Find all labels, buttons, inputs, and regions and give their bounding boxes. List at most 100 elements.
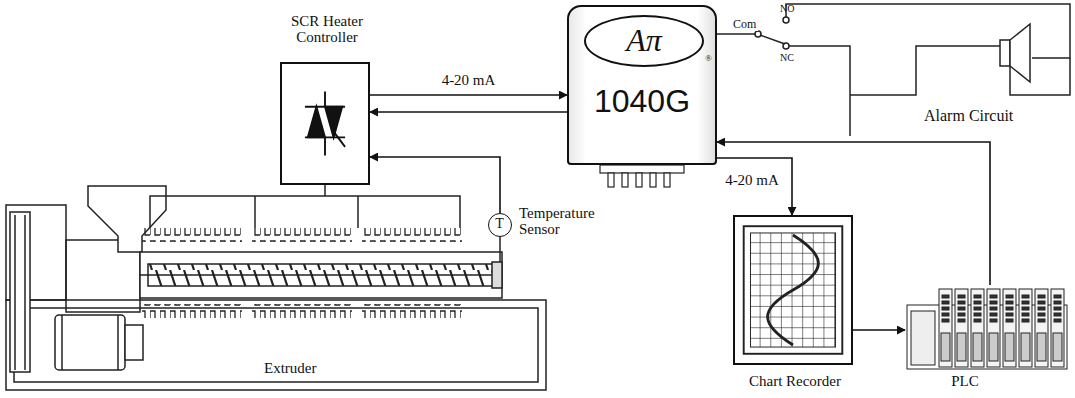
drawing-stroke: [974, 301, 981, 304]
drawing-stroke: [492, 262, 502, 288]
terminal-label: NC: [778, 52, 796, 63]
drawing-stroke: [1054, 295, 1061, 298]
drawing-stroke: [334, 132, 345, 147]
drawing-stroke: [974, 319, 981, 322]
drawing-stroke: [1054, 307, 1061, 310]
drawing-stroke: [142, 304, 242, 318]
drawing-stroke: [1010, 24, 1030, 82]
drawing-stroke: [650, 173, 656, 187]
drawing-stroke: [1022, 295, 1029, 298]
drawing-stroke: [1038, 319, 1045, 322]
heater-wiring: [150, 185, 500, 262]
drawing-stroke: [499, 237, 501, 262]
chart-recorder: Chart Recorder: [733, 215, 853, 365]
drawing-stroke: [941, 333, 950, 361]
drawing-stroke: [760, 35, 785, 44]
drawing-stroke: [362, 304, 462, 318]
drawing-stroke: [802, 233, 803, 347]
circuit-label: Alarm Circuit: [922, 107, 1015, 125]
drawing-stroke: [990, 307, 997, 310]
barrel-screw: [140, 252, 502, 298]
model-number: 1040G: [569, 85, 715, 119]
drawing-stroke: [636, 173, 642, 187]
drawing-stroke: [61, 315, 63, 370]
drawing-stroke: [755, 31, 761, 37]
drawing-stroke: [973, 333, 982, 361]
drawing-stroke: [750, 263, 835, 264]
drawing-stroke: [911, 311, 935, 365]
drawing-stroke: [1038, 295, 1045, 298]
signal-connector: [370, 111, 567, 113]
drawing-stroke: [750, 242, 835, 243]
drawing-stroke: [744, 226, 843, 354]
drawing-stroke: [10, 212, 30, 372]
drawing-stroke: [1005, 333, 1014, 361]
sensor-label: Temperature Sensor: [519, 206, 599, 238]
temperature-sensor: TTemperature Sensor: [488, 213, 512, 237]
drawing-stroke: [744, 226, 843, 354]
terminal-label: Com: [731, 18, 758, 31]
drawing-stroke: [958, 313, 965, 316]
drawing-stroke: [939, 289, 952, 367]
drawing-stroke: [1019, 289, 1032, 367]
drawing-stroke: [750, 285, 835, 286]
drawing-stroke: [958, 301, 965, 304]
drawing-stroke: [1006, 301, 1013, 304]
drawing-stroke: [1006, 307, 1013, 310]
drawing-stroke: [252, 304, 352, 318]
drawing-stroke: [1003, 289, 1016, 367]
drawing-stroke: [324, 137, 326, 155]
drawing-stroke: [622, 173, 628, 187]
drawing-stroke: [717, 33, 755, 35]
drawing-stroke: [823, 233, 824, 347]
drawing-stroke: [750, 327, 835, 328]
drawing-stroke: [781, 233, 782, 347]
device-pins: [600, 165, 684, 187]
drawing-stroke: [989, 333, 998, 361]
drawing-stroke: [357, 196, 359, 228]
drawing-stroke: [958, 307, 965, 310]
drawing-stroke: [750, 253, 835, 254]
drawing-stroke: [1006, 313, 1013, 316]
signal-label: 4-20 mA: [440, 72, 498, 89]
drawing-stroke: [958, 295, 965, 298]
drawing-stroke: [1035, 289, 1048, 367]
drawing-stroke: [942, 313, 949, 316]
part-label: Extruder: [262, 360, 318, 377]
heater-bands: [142, 228, 462, 318]
drawing-stroke: [955, 289, 968, 367]
drawing-stroke: [990, 301, 997, 304]
drawing-stroke: [770, 233, 771, 347]
signal-connector: [717, 158, 792, 215]
signal-connector: [370, 94, 567, 96]
drawing-stroke: [942, 307, 949, 310]
drawing-stroke: [750, 295, 835, 296]
alarm-circuit: [717, 4, 1070, 136]
drawing-stroke: [750, 233, 835, 347]
logo-text: Aπ: [584, 15, 704, 67]
drawing-stroke: [1053, 333, 1062, 361]
drawing-stroke: [1038, 307, 1045, 310]
drawing-stroke: [608, 173, 614, 187]
drawing-stroke: [254, 196, 256, 228]
scr-controller-box: SCR Heater Controller: [280, 62, 370, 185]
drawing-stroke: [324, 91, 326, 106]
drawing-stroke: [1054, 313, 1061, 316]
drawing-stroke: [1054, 301, 1061, 304]
registered-mark: ®: [703, 54, 714, 64]
signal-connector: [853, 329, 905, 331]
drawing-stroke: [252, 228, 352, 242]
sensor-symbol: T: [489, 217, 510, 232]
drawing-stroke: [750, 274, 835, 275]
drawing-stroke: [125, 325, 143, 360]
drawing-stroke: [55, 315, 125, 370]
drawing-stroke: [1037, 333, 1046, 361]
drawing-stroke: [305, 91, 345, 155]
drawing-stroke: [958, 319, 965, 322]
drawing-stroke: [1021, 333, 1030, 361]
drawing-stroke: [1022, 319, 1029, 322]
drawing-stroke: [834, 233, 835, 347]
device-label: PLC: [935, 374, 995, 390]
drawing-stroke: [907, 289, 1067, 369]
